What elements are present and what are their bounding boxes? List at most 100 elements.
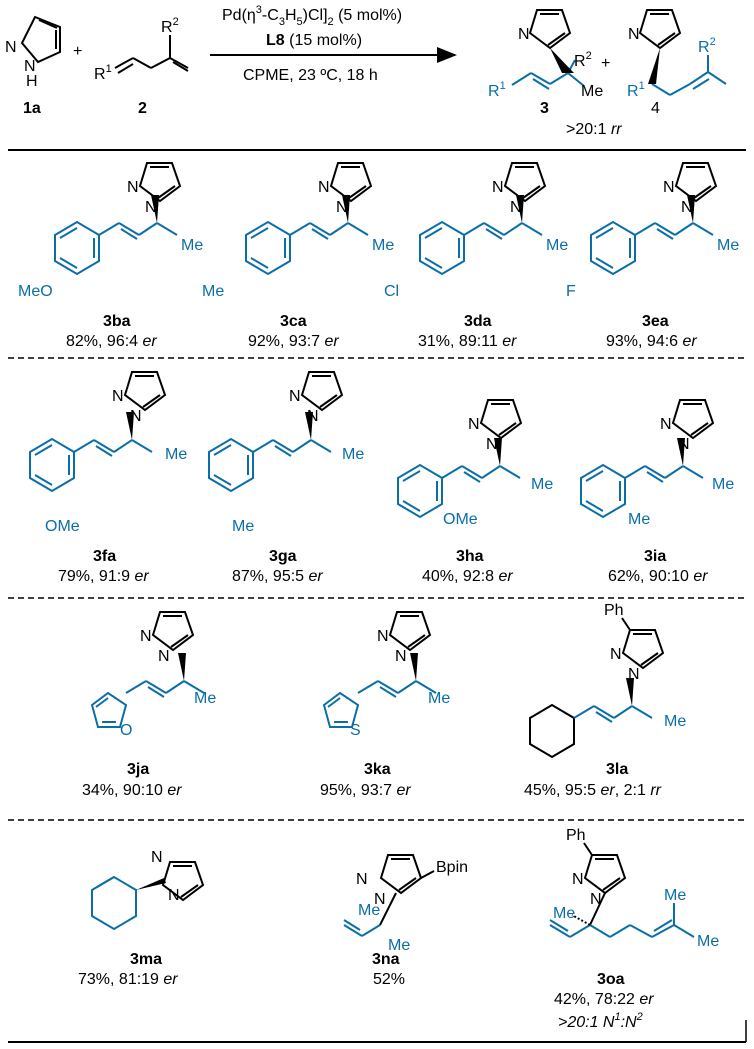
thiophene-sulfur: S — [350, 722, 361, 739]
me-substituent: Me — [165, 446, 187, 463]
compound-id: 3ja — [127, 761, 149, 778]
product-4-structure — [638, 9, 727, 96]
reactant-1a-structure — [20, 15, 61, 64]
compound-yield: 79%, 91:9 er — [58, 568, 149, 585]
n-atom: N — [374, 891, 386, 908]
furan-oxygen: O — [120, 722, 132, 739]
product-3-structure — [511, 9, 585, 90]
n-atom: N — [610, 646, 622, 663]
compound-id: 3ba — [103, 313, 131, 330]
n-atom: N — [590, 891, 602, 908]
substituent-label: MeO — [18, 283, 53, 300]
substituent-label: F — [566, 283, 576, 300]
me-substituent: Me — [546, 237, 568, 254]
compound-id: 3na — [372, 951, 400, 968]
me-substituent: Me — [388, 937, 410, 954]
plus-sign-2: + — [601, 55, 610, 72]
reactant-2-r2: R2 — [161, 16, 179, 36]
n-atom: N — [151, 849, 163, 866]
ligand-text: L8 (15 mol%) — [266, 32, 362, 49]
compound-yield: 73%, 81:19 er — [78, 971, 178, 988]
me-substituent: Me — [531, 476, 553, 493]
compound-3oa-structure — [549, 842, 695, 938]
substituent-label: OMe — [443, 511, 478, 528]
pyrazole-nh-atom: N — [24, 58, 36, 75]
n-atom: N — [130, 408, 142, 425]
plus-sign-1: + — [73, 43, 82, 60]
n-atom: N — [395, 648, 407, 665]
ph-substituent: Ph — [604, 602, 624, 619]
substituent-label: Me — [628, 511, 650, 528]
n-atom: N — [318, 179, 330, 196]
n-atom: N — [112, 388, 124, 405]
compound-yield: 52% — [373, 971, 405, 988]
ph-substituent: Ph — [566, 827, 586, 844]
n-atom: N — [289, 388, 301, 405]
n-atom: N — [307, 408, 319, 425]
compound-id: 3ma — [130, 951, 162, 968]
n-atom: N — [663, 179, 675, 196]
pyrazole-n-atom: N — [5, 39, 17, 56]
compound-id: 3ga — [269, 548, 297, 565]
me-substituent: Me — [664, 887, 686, 904]
compound-yield: 92%, 93:7 er — [248, 333, 339, 350]
n-atom: N — [510, 199, 522, 216]
regio-note: >20:1 N1:N2 — [558, 1011, 643, 1031]
n-atom: N — [127, 179, 139, 196]
n-atom: N — [356, 871, 368, 888]
compound-id: 3oa — [597, 971, 625, 988]
compound-id: 3la — [606, 761, 628, 778]
compound-id: 3ka — [364, 761, 391, 778]
compound-yield: 82%, 96:4 er — [66, 333, 157, 350]
me-substituent: Me — [717, 237, 739, 254]
reactant-2-structure — [114, 35, 189, 74]
compound-id: 3ha — [456, 548, 484, 565]
solvent-conditions-text: CPME, 23 ºC, 18 h — [243, 67, 378, 84]
me-substituent: Me — [712, 476, 734, 493]
compound-id: 3ca — [280, 313, 307, 330]
product-4-r2: R2 — [698, 36, 716, 56]
compound-yield: 95%, 93:7 er — [320, 782, 411, 799]
n-atom: N — [168, 887, 180, 904]
me-substituent: Me — [358, 902, 380, 919]
bpin-substituent: Bpin — [436, 859, 468, 876]
product-3-n-atom: N — [518, 26, 530, 43]
product-4-label: 4 — [651, 100, 660, 117]
compound-yield: 62%, 90:10 er — [608, 568, 708, 585]
compound-3ba-structure — [54, 162, 181, 275]
reactant-1a-label: 1a — [23, 100, 41, 117]
n-atom: N — [681, 199, 693, 216]
compound-yield: 40%, 92:8 er — [422, 568, 513, 585]
product-3-r1: R1 — [488, 80, 506, 100]
substituent-label: OMe — [45, 518, 80, 535]
n-atom: N — [158, 648, 170, 665]
compound-3na-structure — [343, 854, 435, 937]
compound-yield: 34%, 90:10 er — [82, 782, 182, 799]
substituent-label: Me — [202, 283, 224, 300]
n-atom: N — [678, 436, 690, 453]
n-atom: N — [486, 436, 498, 453]
n-atom: N — [660, 416, 672, 433]
compound-3ja-structure — [90, 611, 205, 728]
selectivity-text: >20:1 rr — [566, 121, 622, 138]
compound-yield: 31%, 89:11 er — [418, 333, 517, 350]
reactant-2-r1: R1 — [94, 63, 112, 83]
compound-id: 3da — [464, 313, 492, 330]
product-4-r1: R1 — [627, 80, 645, 100]
compound-yield: 42%, 78:22 er — [554, 991, 654, 1008]
me-substituent: Me — [372, 237, 394, 254]
n-atom: N — [336, 199, 348, 216]
compound-3fa-structure — [29, 371, 166, 492]
n-atom: N — [377, 628, 389, 645]
substituent-label: Me — [232, 518, 254, 535]
n-atom: N — [572, 871, 584, 888]
me-substituent: Me — [194, 690, 216, 707]
me-substituent: Me — [428, 690, 450, 707]
compound-yield: 45%, 95:5 er, 2:1 rr — [524, 782, 662, 799]
catalyst-text: Pd(η3-C3H5)Cl]2 (5 mol%) — [222, 4, 402, 28]
product-3-label: 3 — [540, 100, 549, 117]
me-substituent: Me — [342, 446, 364, 463]
compound-3ca-structure — [245, 162, 372, 275]
compound-yield: 87%, 95:5 er — [232, 568, 323, 585]
